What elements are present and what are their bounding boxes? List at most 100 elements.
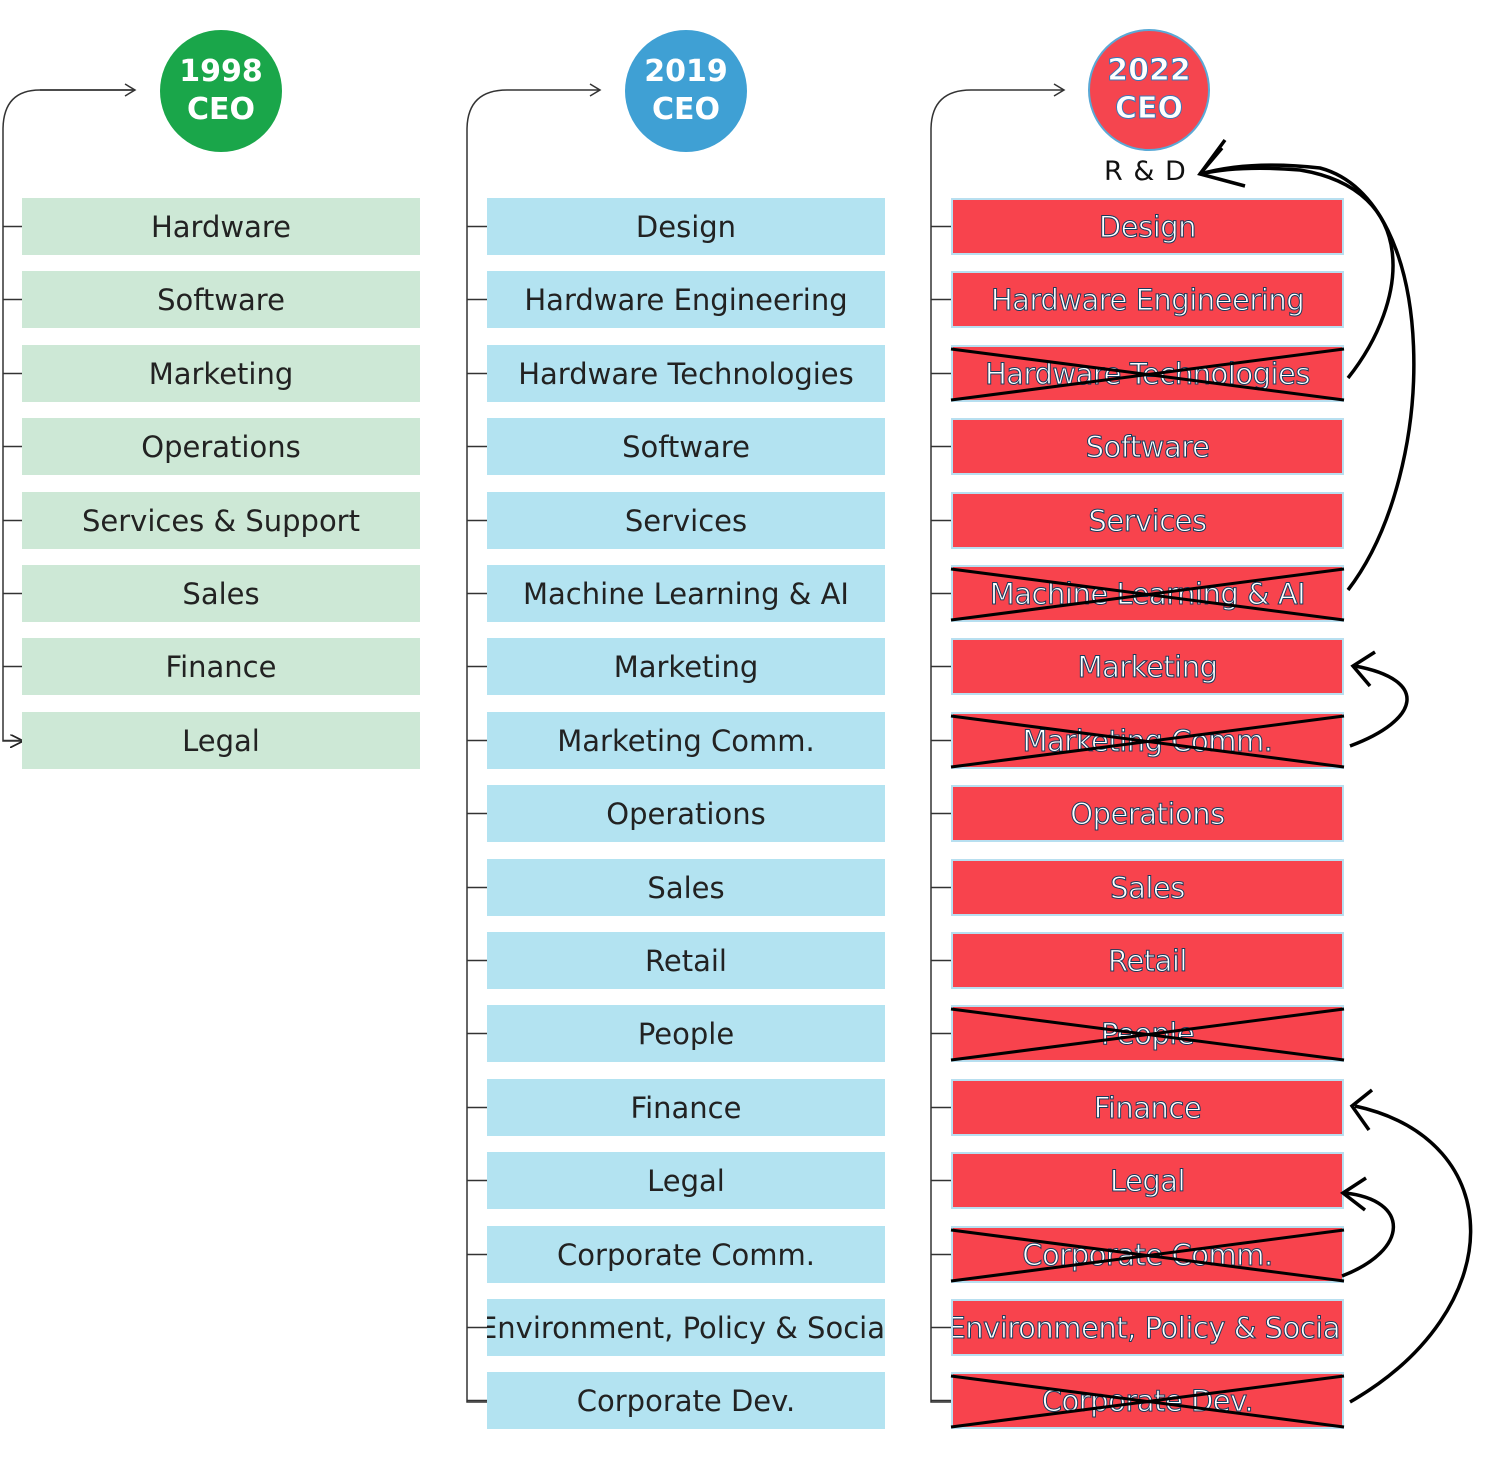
dept-box-2019: Hardware Technologies — [487, 345, 885, 402]
tree-connector-2019 — [466, 89, 600, 1403]
dept-box-1998: Finance — [22, 638, 420, 695]
dept-box-2019: Sales — [487, 859, 885, 916]
dept-label: Sales — [182, 576, 260, 611]
dept-label: Corporate Comm. — [1022, 1237, 1274, 1272]
dept-label: Marketing — [1077, 649, 1219, 684]
dept-box-2022: Corporate Comm. — [951, 1226, 1344, 1283]
ceo-1998-node: 1998 CEO — [160, 30, 282, 152]
dept-label: Hardware Technologies — [984, 356, 1311, 391]
dept-box-2019: Services — [487, 492, 885, 549]
dept-box-2022: People — [951, 1005, 1344, 1062]
dept-label: Design — [1098, 209, 1197, 244]
dept-label: Finance — [630, 1090, 742, 1125]
dept-box-2019: Environment, Policy & Social — [487, 1299, 885, 1356]
dept-box-2022: Marketing Comm. — [951, 712, 1344, 769]
dept-box-1998: Marketing — [22, 345, 420, 402]
dept-label: Operations — [141, 429, 301, 464]
dept-label: Legal — [1109, 1163, 1186, 1198]
dept-box-2022: Design — [951, 198, 1344, 255]
dept-box-2022: Finance — [951, 1079, 1344, 1136]
dept-label: Hardware Technologies — [518, 356, 854, 391]
dept-label: Software — [1085, 429, 1210, 464]
dept-box-2022: Retail — [951, 932, 1344, 989]
dept-label: Design — [635, 209, 737, 244]
dept-box-2022: Operations — [951, 785, 1344, 842]
dept-label: Legal — [182, 723, 260, 758]
branch-ticks — [3, 225, 951, 1402]
tree-connector-1998 — [2, 89, 135, 741]
dept-box-2022: Corporate Dev. — [951, 1372, 1344, 1429]
dept-label: Operations — [606, 796, 766, 831]
dept-label: Environment, Policy & Social — [951, 1310, 1344, 1345]
dept-label: Machine Learning & AI — [523, 576, 849, 611]
dept-label: Hardware Engineering — [990, 282, 1305, 317]
dept-box-2019: Marketing — [487, 638, 885, 695]
dept-box-2019: Retail — [487, 932, 885, 989]
dept-box-2022: Legal — [951, 1152, 1344, 1209]
dept-box-2019: Machine Learning & AI — [487, 565, 885, 622]
dept-label: Corporate Dev. — [1041, 1383, 1254, 1418]
dept-label: Hardware — [150, 209, 291, 244]
dept-box-2019: Marketing Comm. — [487, 712, 885, 769]
dept-box-2022: Marketing — [951, 638, 1344, 695]
dept-box-1998: Legal — [22, 712, 420, 769]
dept-label: Marketing Comm. — [1022, 723, 1273, 758]
dept-box-2019: Corporate Dev. — [487, 1372, 885, 1429]
dept-label: Machine Learning & AI — [989, 576, 1306, 611]
dept-box-1998: Hardware — [22, 198, 420, 255]
dept-label: Retail — [1108, 943, 1188, 978]
dept-label: Software — [157, 282, 285, 317]
dept-box-2019: Operations — [487, 785, 885, 842]
ceo-2022-year: 2022 — [1107, 53, 1191, 89]
ceo-1998-title: CEO — [186, 92, 255, 127]
dept-label: Corporate Comm. — [557, 1237, 815, 1272]
dept-label: Services & Support — [82, 503, 360, 538]
dept-label: Retail — [645, 943, 727, 978]
dept-box-1998: Services & Support — [22, 492, 420, 549]
ceo-2022-node: 2022 CEO — [1088, 29, 1210, 151]
dept-label: People — [1100, 1016, 1195, 1051]
dept-label: Environment, Policy & Social — [487, 1310, 885, 1345]
dept-label: Marketing Comm. — [557, 723, 815, 758]
ceo-2022-title: CEO — [1114, 91, 1183, 127]
dept-label: Services — [624, 503, 748, 538]
dept-box-2022: Services — [951, 492, 1344, 549]
dept-box-1998: Sales — [22, 565, 420, 622]
arrowheads — [124, 83, 1066, 97]
dept-label: Software — [622, 429, 750, 464]
dept-box-2019: Corporate Comm. — [487, 1226, 885, 1283]
dept-box-2019: Hardware Engineering — [487, 271, 885, 328]
dept-box-2022: Software — [951, 418, 1344, 475]
dept-label: Sales — [647, 870, 725, 905]
dept-box-2022: Environment, Policy & Social — [951, 1299, 1344, 1356]
dept-label: Services — [1088, 503, 1208, 538]
dept-box-2019: Design — [487, 198, 885, 255]
dept-box-1998: Software — [22, 271, 420, 328]
dept-box-2019: Finance — [487, 1079, 885, 1136]
dept-label: Finance — [165, 649, 277, 684]
dept-label: People — [637, 1016, 735, 1051]
ceo-2019-node: 2019 CEO — [625, 30, 747, 152]
dept-box-2019: Software — [487, 418, 885, 475]
dept-box-2022: Hardware Technologies — [951, 345, 1344, 402]
dept-label: Hardware Engineering — [524, 282, 848, 317]
dept-box-2019: Legal — [487, 1152, 885, 1209]
ceo-2019-year: 2019 — [644, 54, 728, 89]
ceo-2019-title: CEO — [651, 92, 720, 127]
dept-label: Marketing — [148, 356, 294, 391]
dept-box-2019: People — [487, 1005, 885, 1062]
dept-label: Operations — [1070, 796, 1226, 831]
dept-box-2022: Machine Learning & AI — [951, 565, 1344, 622]
dept-label: Legal — [647, 1163, 725, 1198]
dept-label: Corporate Dev. — [576, 1383, 796, 1418]
tree-connector-2022 — [930, 89, 1064, 1403]
dept-box-2022: Sales — [951, 859, 1344, 916]
dept-box-1998: Operations — [22, 418, 420, 475]
dept-box-2022: Hardware Engineering — [951, 271, 1344, 328]
dept-label: Sales — [1110, 870, 1186, 905]
rd-label: R & D — [1104, 156, 1187, 187]
dept-label: Finance — [1093, 1090, 1202, 1125]
dept-label: Marketing — [613, 649, 759, 684]
ceo-1998-year: 1998 — [179, 54, 263, 89]
